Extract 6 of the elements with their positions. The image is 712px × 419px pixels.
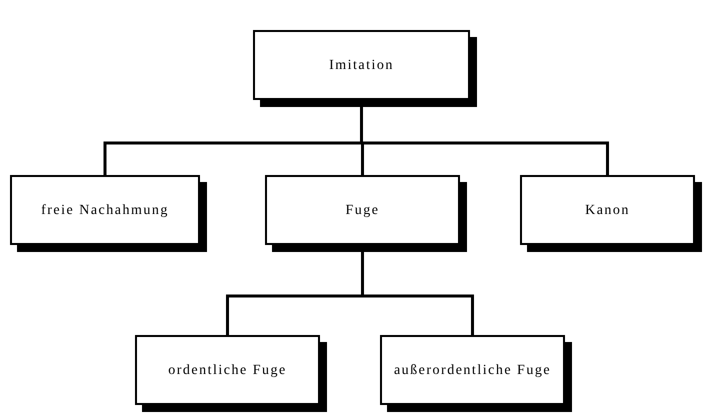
box-label: freie Nachahmung bbox=[40, 202, 170, 220]
box-label: Imitation bbox=[328, 56, 395, 74]
box-label: Kanon bbox=[584, 202, 631, 220]
box-label: außerordentliche Fuge bbox=[392, 362, 552, 380]
box-label: ordentliche Fuge bbox=[167, 362, 288, 380]
box-label: Fuge bbox=[344, 202, 380, 220]
